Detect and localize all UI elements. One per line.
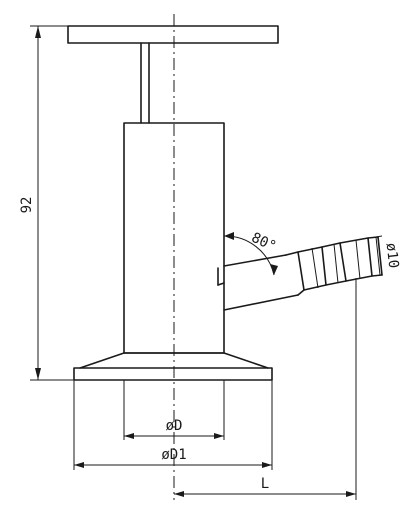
length-dimension: L	[174, 278, 357, 500]
height-label: 92	[19, 197, 35, 214]
valve-stem	[140, 42, 150, 124]
inner-diameter-dimension: øD	[123, 380, 225, 440]
clamp-flange	[73, 352, 273, 381]
handle-plate	[67, 25, 279, 44]
height-dimension: 92	[19, 25, 74, 381]
hose-diameter-dimension: ø10	[369, 235, 400, 276]
flange-diameter-label: øD1	[161, 447, 186, 463]
inner-diameter-label: øD	[166, 418, 183, 434]
side-outlet	[217, 236, 383, 311]
flange-diameter-dimension: øD1	[73, 380, 273, 470]
angle-dimension: 80°	[223, 230, 279, 276]
length-label: L	[261, 476, 269, 492]
angle-label: 80°	[249, 230, 279, 255]
hose-diameter-label: ø10	[383, 242, 400, 269]
